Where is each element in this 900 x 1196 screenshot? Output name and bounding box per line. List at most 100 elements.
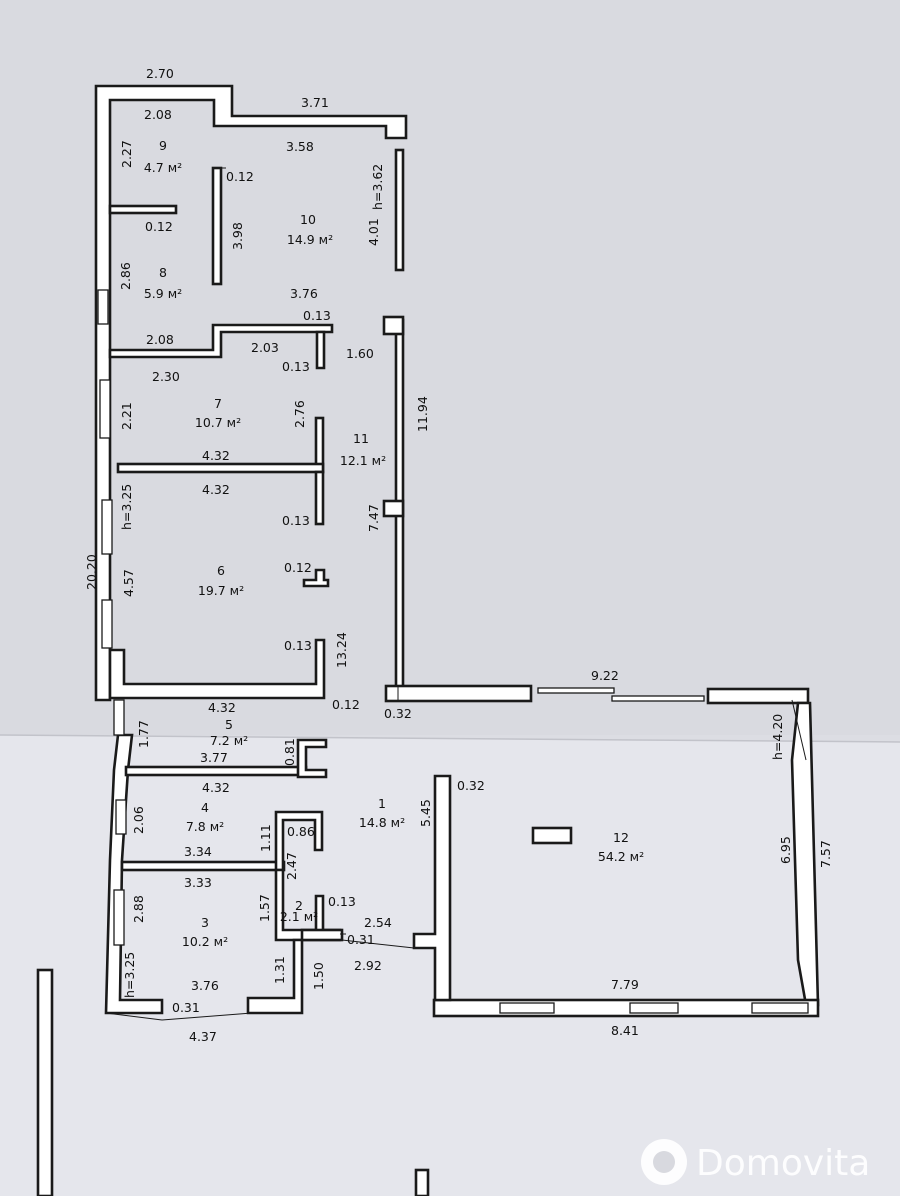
wall-room-12-top-left: [384, 684, 533, 703]
room-10-area: 14.9 м²: [287, 232, 333, 247]
dim-label: 0.12: [284, 560, 312, 575]
windows: [97, 289, 809, 1014]
dim-label: 2.54: [364, 915, 392, 930]
paper-sheet-top: [0, 0, 900, 735]
tick-420: [791, 699, 807, 761]
dim-label: 2.30: [152, 369, 180, 384]
window-left-4: [101, 599, 113, 649]
dim-label: 2.27: [119, 140, 134, 168]
dim-label: 3.98: [230, 222, 245, 250]
wall-partition-5-4: [124, 765, 308, 777]
dim-label: 11.94: [415, 396, 430, 432]
window-room-12-bottom-1: [499, 1002, 555, 1014]
wall-room-12-top-right: [706, 687, 810, 705]
dim-label: 0.31: [347, 932, 375, 947]
room-12-area: 54.2 м²: [598, 849, 644, 864]
dim-label: h=4.20: [770, 714, 785, 760]
room-4-number: 4: [201, 800, 209, 815]
dim-label: 13.24: [334, 632, 349, 668]
dim-label: 0.32: [457, 778, 485, 793]
dim-label: 0.13: [282, 359, 310, 374]
dim-label: 1.57: [257, 894, 272, 922]
dimension-ticks: [105, 167, 807, 1021]
domovita-logo-icon-inner: [653, 1151, 675, 1173]
room-3-number: 3: [201, 915, 209, 930]
window-left-7: [113, 889, 125, 946]
dimension-labels: 2.70 3.71 2.08 3.58 2.27 0.12 0.12 3.98 …: [84, 66, 833, 1044]
window-left-3: [101, 499, 113, 555]
dim-label: 2.08: [144, 107, 172, 122]
room-9-area: 4.7 м²: [144, 160, 182, 175]
room-8-number: 8: [159, 265, 167, 280]
wall-room-1-bottom: [300, 928, 344, 942]
room-7-area: 10.7 м²: [195, 415, 241, 430]
room-8-area: 5.9 м²: [144, 286, 182, 301]
window-left-2: [99, 379, 111, 439]
wall-partition-7-6: [116, 462, 325, 474]
dim-label: 0.86: [287, 824, 315, 839]
column-b: [382, 499, 405, 518]
dim-label: 3.76: [191, 978, 219, 993]
wall-room-12-left: [412, 774, 452, 1002]
wall-partition-6-bottom: [108, 638, 326, 700]
room-5-number: 5: [225, 717, 233, 732]
wall-partition-9-10-column: [211, 166, 223, 286]
dim-label: 4.32: [202, 482, 230, 497]
dim-label: 0.31: [172, 1000, 200, 1015]
wall-upper-outer: [94, 84, 408, 702]
dim-label: 9.22: [591, 668, 619, 683]
dim-label: 3.33: [184, 875, 212, 890]
wall-partition-8-7: [108, 323, 334, 359]
dim-label: h=3.25: [122, 952, 137, 998]
wall-room-11-right: [394, 148, 405, 272]
wall-tee-column: [302, 568, 330, 588]
dim-label: 7.79: [611, 977, 639, 992]
dim-label: 0.12: [332, 697, 360, 712]
column-a: [382, 315, 405, 336]
dim-label: 2.92: [354, 958, 382, 973]
dim-label: 0.13: [328, 894, 356, 909]
room-1-number: 1: [378, 796, 386, 811]
dim-label: 0.32: [384, 706, 412, 721]
tick-437-b: [161, 1012, 253, 1021]
room-5-area: 7.2 м²: [210, 733, 248, 748]
room-2-number: 2: [295, 898, 303, 913]
dim-label: 2.88: [131, 895, 146, 923]
window-room-12-bottom-3: [751, 1002, 809, 1014]
room-9-number: 9: [159, 138, 167, 153]
wall-neighbour-bottom: [414, 1168, 430, 1196]
dim-label: 0.13: [284, 638, 312, 653]
dim-label: 2.06: [131, 806, 146, 834]
dim-label: 3.34: [184, 844, 212, 859]
dim-label: 1.77: [136, 720, 151, 748]
dim-label: 1.50: [311, 962, 326, 990]
dim-label: 3.76: [290, 286, 318, 301]
tick-292: [341, 939, 415, 949]
room-6-number: 6: [217, 563, 225, 578]
wall-room-5-niche: [296, 738, 328, 779]
room-3-area: 10.2 м²: [182, 934, 228, 949]
room-11-area: 12.1 м²: [340, 453, 386, 468]
wall-partition-4-3: [120, 860, 286, 872]
dim-label: 0.13: [282, 513, 310, 528]
room-7-number: 7: [214, 396, 222, 411]
dim-label: 2.86: [118, 262, 133, 290]
room-4-area: 7.8 м²: [186, 819, 224, 834]
dim-label: 4.01: [366, 218, 381, 246]
dim-label: 1.60: [346, 346, 374, 361]
dim-label: 2.08: [146, 332, 174, 347]
dim-label: 20.20: [84, 554, 99, 590]
window-left-5: [113, 699, 125, 736]
dim-label: 2.70: [146, 66, 174, 81]
dim-label: h=3.62: [370, 164, 385, 210]
domovita-watermark: Domovita: [641, 1139, 870, 1185]
dim-label: 7.47: [366, 504, 381, 532]
wall-partition-stub-013-a: [315, 330, 326, 370]
wall-partition-9-8: [108, 204, 178, 215]
dim-label: 1.11: [258, 824, 273, 852]
wall-neighbour-left: [36, 968, 54, 1196]
dim-label: 6.95: [778, 836, 793, 864]
dim-label: 4.32: [208, 700, 236, 715]
dim-label: 2.47: [284, 852, 299, 880]
